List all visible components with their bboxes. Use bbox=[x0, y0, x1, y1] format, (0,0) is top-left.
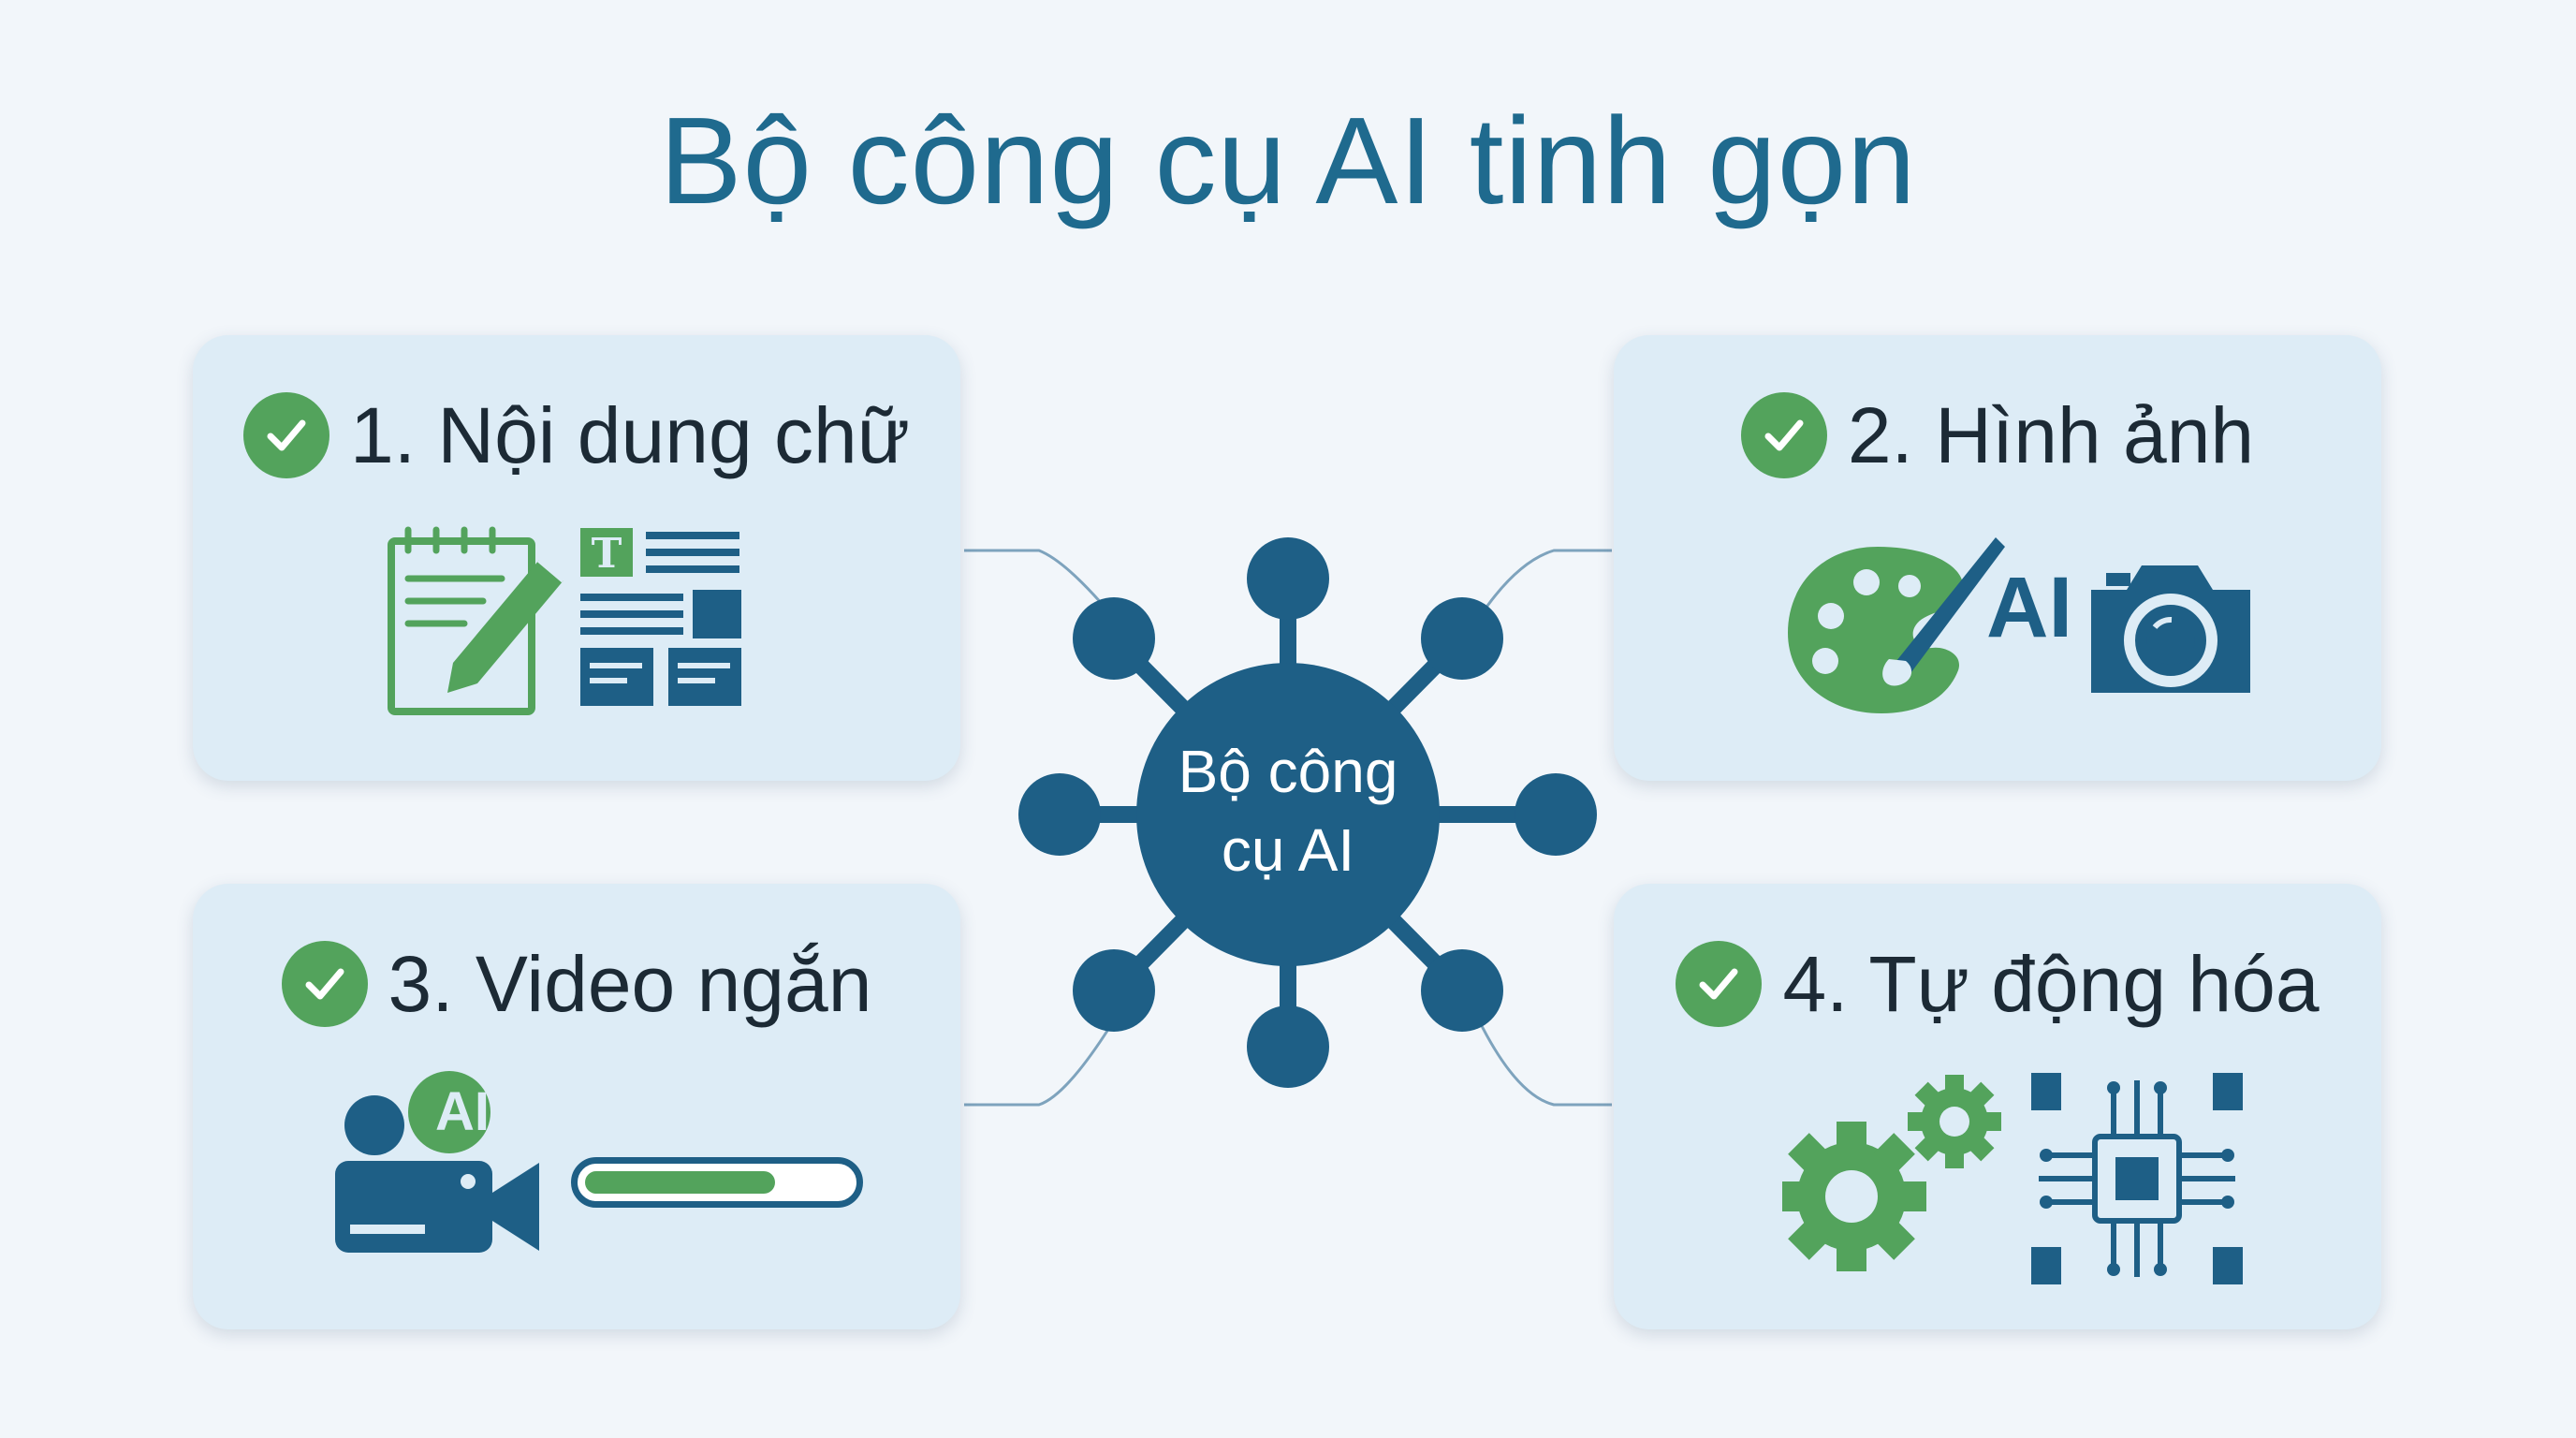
video-camera-icon bbox=[335, 1071, 539, 1253]
ai-badge: AI bbox=[1986, 560, 2072, 655]
video-ai-badge: AI bbox=[435, 1081, 490, 1142]
card-title: 1. Nội dung chữ bbox=[350, 391, 910, 479]
connector-line-4 bbox=[1477, 1020, 1612, 1107]
camera-icon bbox=[2091, 565, 2250, 693]
svg-text:T: T bbox=[592, 530, 622, 578]
card-header: 3. Video ngắn bbox=[193, 932, 960, 1035]
hub-label-line1: Bộ công bbox=[1178, 738, 1398, 805]
card-images: 2. Hình ảnh AI bbox=[1614, 335, 2381, 781]
card-text-content: 1. Nội dung chữ T bbox=[193, 335, 960, 781]
cpu-chip-icon bbox=[2031, 1073, 2243, 1284]
palette-icon bbox=[1788, 537, 2005, 713]
card-header: 2. Hình ảnh bbox=[1614, 384, 2381, 487]
check-icon bbox=[281, 941, 368, 1027]
page-title: Bộ công cụ AI tinh gọn bbox=[659, 92, 1917, 229]
gears-icon bbox=[1782, 1075, 2001, 1271]
progress-fill bbox=[585, 1171, 775, 1194]
progress-bar bbox=[571, 1157, 863, 1208]
card-title: 2. Hình ảnh bbox=[1847, 391, 2255, 479]
check-icon bbox=[1676, 941, 1763, 1027]
card-short-video: 3. Video ngắn AI bbox=[193, 884, 960, 1329]
card-title: 4. Tự động hóa bbox=[1782, 940, 2320, 1028]
notepad-pencil-icon bbox=[388, 526, 565, 715]
card-title: 3. Video ngắn bbox=[388, 940, 872, 1028]
hub-label-line2: cụ AI bbox=[1221, 816, 1355, 884]
connector-line-3 bbox=[964, 1020, 1116, 1107]
check-icon bbox=[243, 392, 330, 478]
hub-network-icon bbox=[1018, 537, 1597, 1088]
connector-line-2 bbox=[1477, 549, 1612, 619]
text-layout-icon: T bbox=[580, 528, 741, 706]
card-header: 4. Tự động hóa bbox=[1614, 932, 2381, 1035]
hub-label: Bộ công cụ AI bbox=[1120, 732, 1456, 889]
check-icon bbox=[1740, 392, 1827, 478]
card-header: 1. Nội dung chữ bbox=[193, 384, 960, 487]
card-automation: 4. Tự động hóa bbox=[1614, 884, 2381, 1329]
